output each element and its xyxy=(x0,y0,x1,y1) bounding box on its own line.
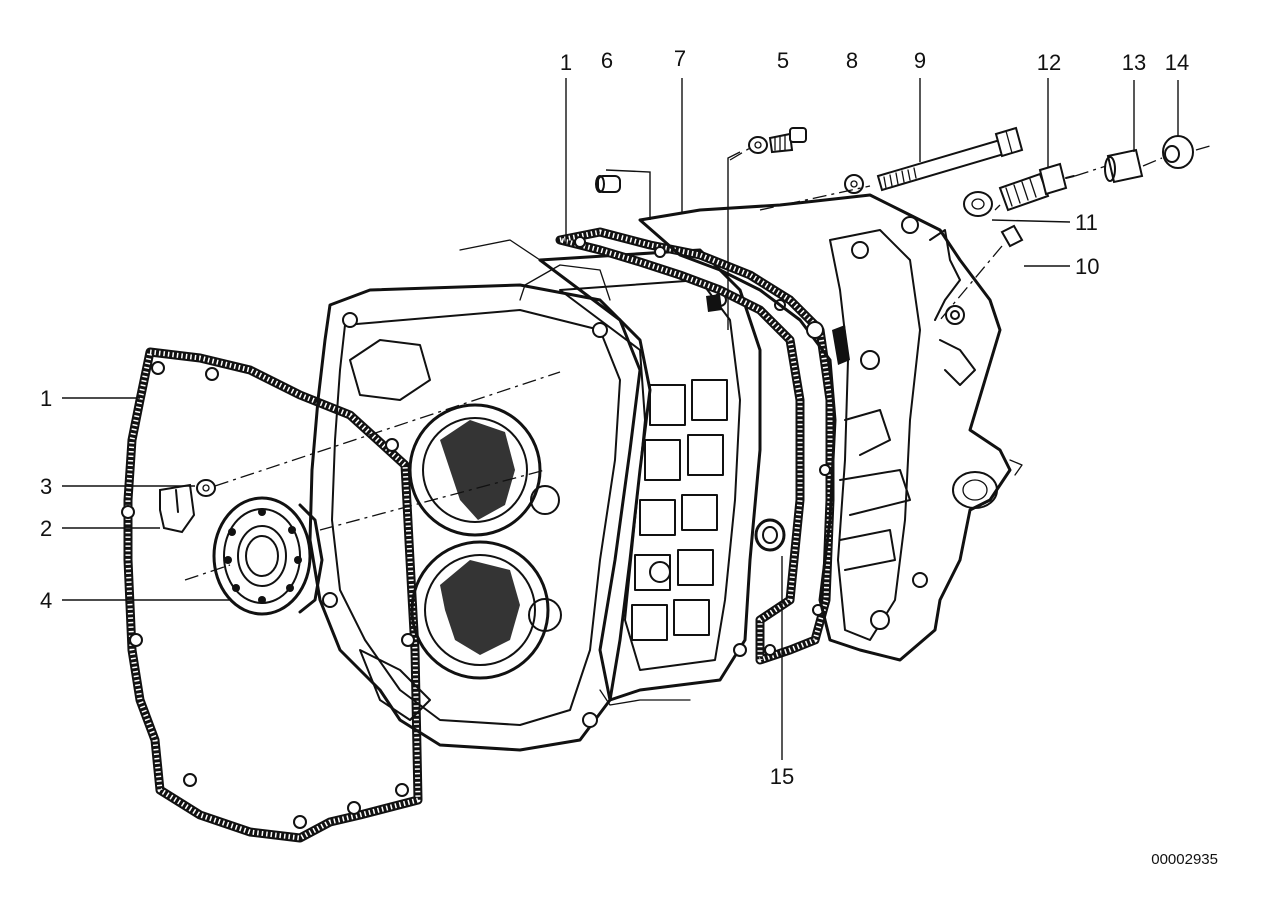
callout-labels: 1 6 7 5 8 9 12 13 14 11 10 1 3 2 4 15 00… xyxy=(40,46,1218,868)
callout-10: 10 xyxy=(1075,254,1099,279)
callout-9: 9 xyxy=(914,48,926,73)
callout-2: 2 xyxy=(40,516,52,541)
callout-12: 12 xyxy=(1037,50,1061,75)
screw-5 xyxy=(768,132,794,154)
callout-3: 3 xyxy=(40,474,52,499)
callout-8: 8 xyxy=(846,48,858,73)
callout-5: 5 xyxy=(777,48,789,73)
callout-6: 6 xyxy=(601,48,613,73)
ball-bearing-4 xyxy=(212,496,324,616)
bolt-9 xyxy=(876,138,1006,192)
seal-15 xyxy=(754,518,786,552)
main-transmission-case xyxy=(538,248,762,706)
callout-7: 7 xyxy=(674,46,686,71)
leader-lines xyxy=(62,78,1179,760)
rear-transmission-case xyxy=(638,193,1023,662)
front-housing xyxy=(308,239,652,752)
dowel-pin xyxy=(597,175,621,193)
callout-1-top: 1 xyxy=(560,50,572,75)
callout-1-left: 1 xyxy=(40,386,52,411)
callout-14: 14 xyxy=(1165,50,1189,75)
small-parts xyxy=(159,126,1194,616)
sleeve-13 xyxy=(1106,148,1144,184)
front-gasket xyxy=(121,347,423,843)
nut-10 xyxy=(1000,224,1024,248)
callout-4: 4 xyxy=(40,588,52,613)
callout-15: 15 xyxy=(770,764,794,789)
diagram-reference-number: 00002935 xyxy=(1151,851,1218,868)
center-gasket xyxy=(555,227,835,665)
alignment-lines xyxy=(184,145,1211,581)
plug-12 xyxy=(998,172,1050,212)
washer-5 xyxy=(748,136,768,154)
callout-13: 13 xyxy=(1122,50,1146,75)
ring-3 xyxy=(196,479,216,497)
washer-11 xyxy=(963,191,993,217)
callout-11: 11 xyxy=(1075,210,1098,235)
